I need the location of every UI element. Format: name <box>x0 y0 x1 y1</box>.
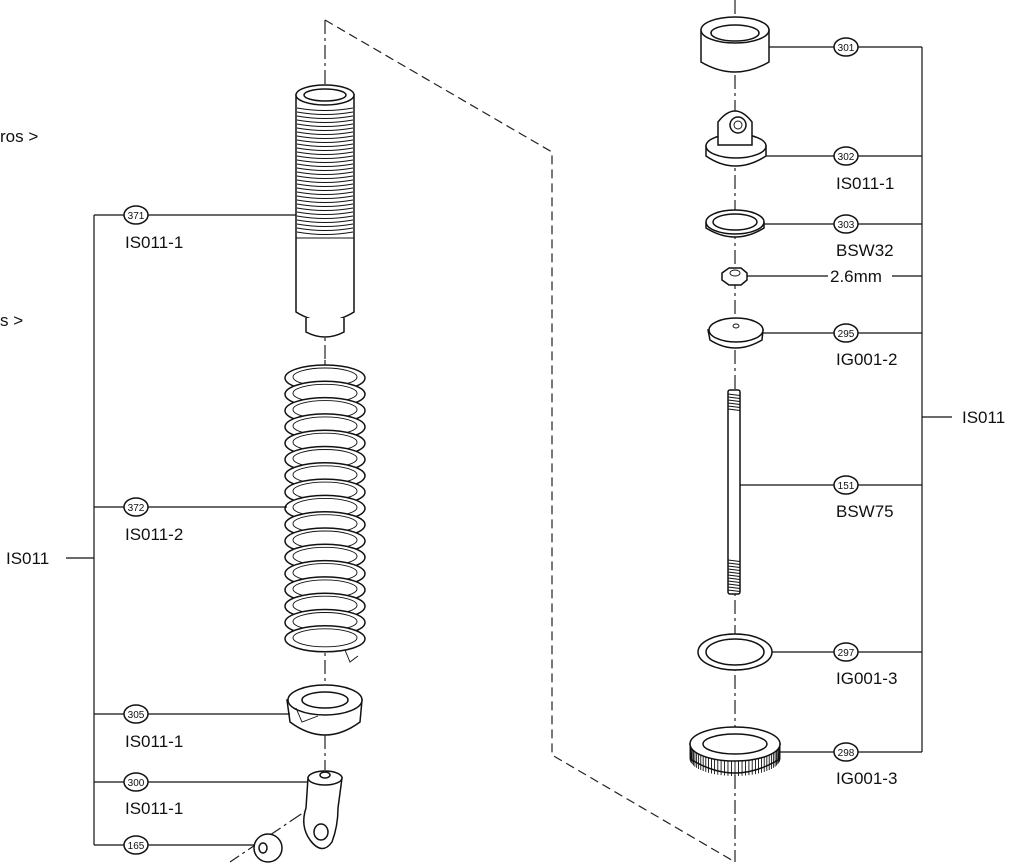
callout-151: 151 BSW75 <box>833 475 894 521</box>
cap-part <box>700 16 770 73</box>
o-ring-large-part <box>697 633 773 671</box>
callout-number: 297 <box>838 648 855 659</box>
nut-size-label: 2.6mm <box>830 267 882 286</box>
callout-number: 300 <box>128 778 145 789</box>
callout-297: 297 IG001-3 <box>833 642 897 688</box>
piston-part <box>707 317 764 349</box>
part-code: IS011-2 <box>125 525 183 544</box>
callout-number: 302 <box>838 152 855 163</box>
callout-number: 165 <box>128 841 145 852</box>
ball-part <box>253 833 283 863</box>
callout-number: 298 <box>838 748 855 759</box>
part-code: BSW75 <box>836 502 894 521</box>
left-group-label: IS011 <box>6 549 49 568</box>
callout-302: 302 IS011-1 <box>833 146 894 193</box>
callout-nut-size: 2.6mm <box>830 267 882 286</box>
callout-number: 151 <box>838 481 855 492</box>
part-code: BSW32 <box>836 241 894 260</box>
part-code: IS011-1 <box>125 233 183 252</box>
eyelet-part <box>705 110 767 167</box>
part-code: IS011-1 <box>836 174 894 193</box>
callout-305: 305 IS011-1 <box>123 704 183 751</box>
right-callout-bracket <box>740 46 952 753</box>
right-assembly <box>689 0 781 862</box>
part-code: IS011-1 <box>125 799 183 818</box>
callout-303: 303 BSW32 <box>833 214 894 260</box>
nut-part <box>721 267 748 286</box>
callout-number: 372 <box>128 503 145 514</box>
o-ring-part <box>705 209 765 238</box>
spring-part <box>284 364 366 663</box>
part-code: IS011-1 <box>125 732 183 751</box>
shaft-part <box>727 389 741 595</box>
callout-371: 371 IS011-1 <box>123 205 183 252</box>
callout-372: 372 IS011-2 <box>123 497 183 544</box>
right-group-label: IS011 <box>962 408 1005 427</box>
left-assembly <box>229 20 366 863</box>
spring-cup-part <box>286 684 363 736</box>
part-code: IG001-3 <box>836 669 897 688</box>
shock-body-part <box>295 84 355 338</box>
callout-number: 371 <box>128 211 145 222</box>
left-fragment-1: ros > <box>0 127 38 146</box>
part-code: IG001-3 <box>836 769 897 788</box>
rod-end-part <box>303 770 343 850</box>
callout-number: 301 <box>838 43 855 54</box>
callout-165: 165 <box>123 835 149 855</box>
perspective-guides <box>324 19 736 863</box>
callout-number: 295 <box>838 329 855 340</box>
callout-number: 305 <box>128 710 145 721</box>
part-code: IG001-2 <box>836 350 897 369</box>
left-fragment-2: s > <box>0 311 23 330</box>
knurled-collar-part <box>689 726 781 776</box>
callout-301: 301 <box>833 37 859 57</box>
callout-number: 303 <box>838 220 855 231</box>
callout-295: 295 IG001-2 <box>833 323 897 369</box>
callout-298: 298 IG001-3 <box>833 742 897 788</box>
callout-300: 300 IS011-1 <box>123 772 183 818</box>
left-callout-bracket <box>66 214 308 846</box>
